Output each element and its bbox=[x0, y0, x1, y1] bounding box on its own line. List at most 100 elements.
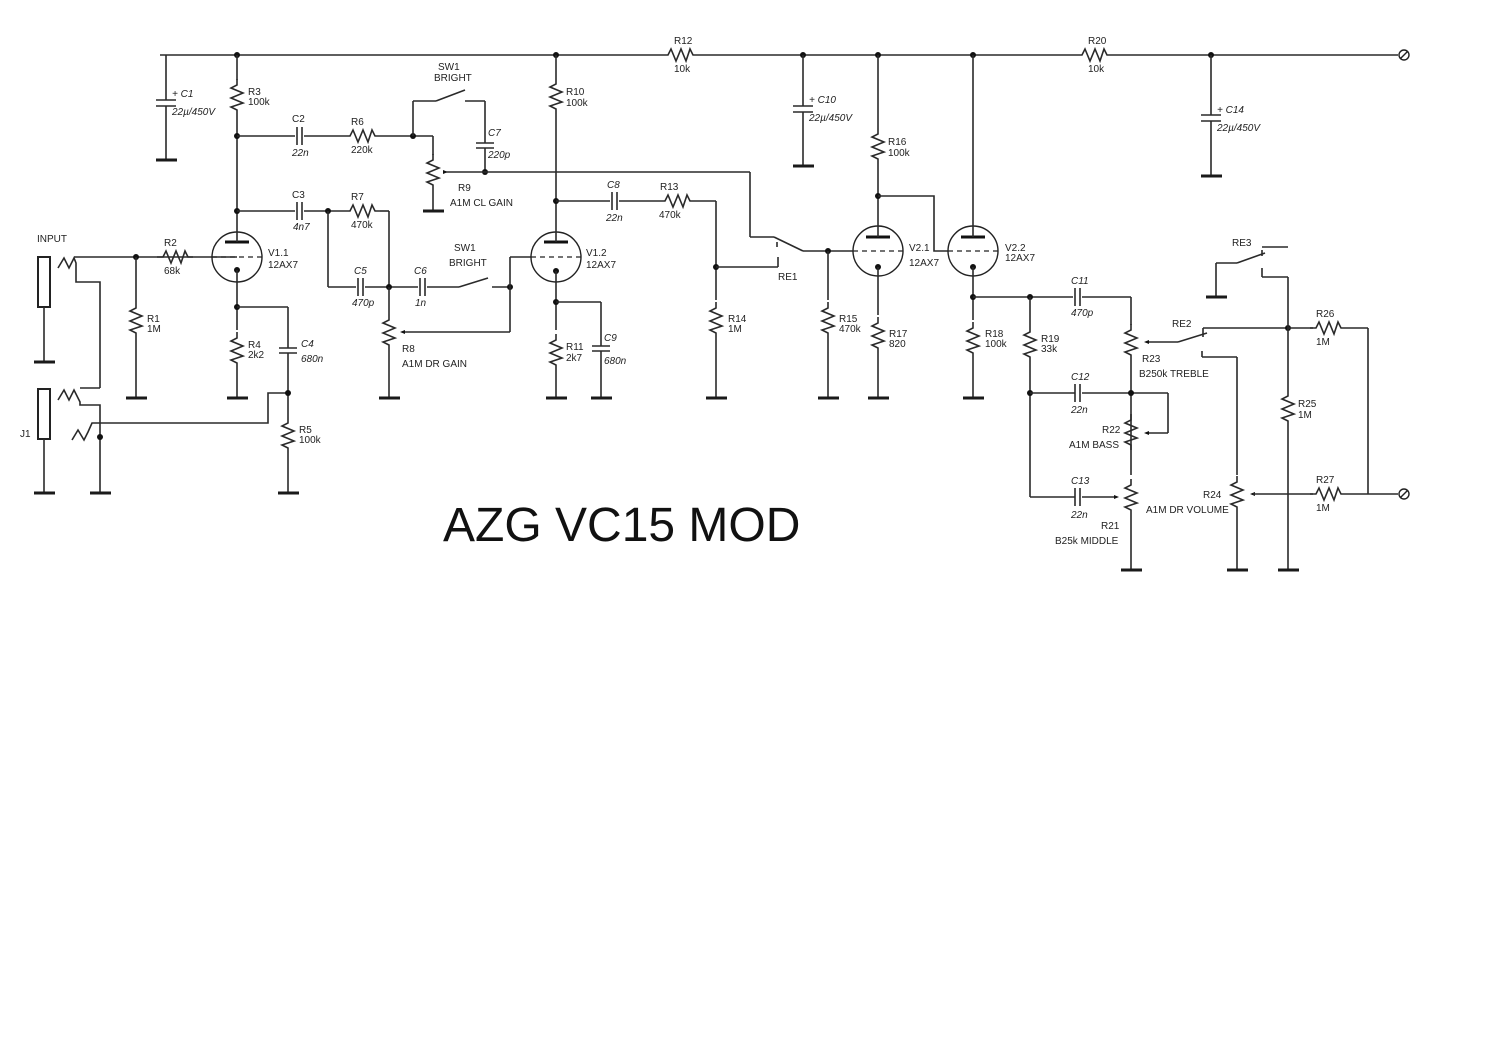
c12-value: 22n bbox=[1070, 405, 1088, 416]
resistor-r17 bbox=[871, 316, 885, 354]
r22-name: R22 bbox=[1102, 425, 1121, 436]
c6-name: C6 bbox=[414, 266, 427, 277]
resistor-r20 bbox=[1075, 48, 1113, 62]
r18-name: R18 bbox=[985, 329, 1004, 340]
bplus-terminal-icon bbox=[1398, 49, 1410, 61]
r2-name: R2 bbox=[164, 238, 177, 249]
schematic-title: AZG VC15 MOD bbox=[443, 499, 800, 552]
pot-r8 bbox=[382, 313, 396, 351]
capacitor-c7 bbox=[476, 101, 494, 175]
resistor-r6 bbox=[343, 129, 381, 143]
capacitor-c14 bbox=[1201, 55, 1222, 178]
sw1-top-name: SW1 bbox=[438, 62, 460, 73]
capacitor-c4 bbox=[237, 306, 297, 417]
r11-name: R11 bbox=[566, 342, 584, 353]
c5-name: C5 bbox=[354, 266, 367, 277]
r14-value: 1M bbox=[728, 324, 742, 335]
r4-name: R4 bbox=[248, 340, 261, 351]
r16-value: 100k bbox=[888, 148, 911, 159]
r19-name: R19 bbox=[1041, 334, 1060, 345]
resistor-r26 bbox=[1309, 321, 1347, 335]
r6-value: 220k bbox=[351, 145, 374, 156]
c7-name: C7 bbox=[488, 128, 501, 139]
c11-name: C11 bbox=[1071, 276, 1089, 287]
input-jack-top bbox=[34, 256, 237, 388]
c14-value: 22µ/450V bbox=[1216, 123, 1261, 134]
r1-value: 1M bbox=[147, 324, 161, 335]
c9-value: 680n bbox=[604, 356, 627, 367]
switch-sw1-bottom bbox=[458, 277, 510, 288]
v12-type: 12AX7 bbox=[586, 260, 616, 271]
r3-value: 100k bbox=[248, 97, 271, 108]
c4-value: 680n bbox=[301, 354, 324, 365]
r26-name: R26 bbox=[1316, 309, 1335, 320]
bplus-rail bbox=[160, 49, 1410, 61]
resistor-r14 bbox=[709, 301, 723, 339]
re3-label: RE3 bbox=[1232, 238, 1252, 249]
resistor-r18 bbox=[966, 321, 980, 359]
r21-value: B25k MIDDLE bbox=[1055, 536, 1119, 547]
r13-name: R13 bbox=[660, 182, 679, 193]
capacitor-c8 bbox=[611, 192, 618, 210]
r3-name: R3 bbox=[248, 87, 261, 98]
c14-name: + C14 bbox=[1217, 105, 1244, 116]
r20-name: R20 bbox=[1088, 36, 1107, 47]
r25-value: 1M bbox=[1298, 410, 1312, 421]
sw1-top-function: BRIGHT bbox=[434, 73, 472, 84]
c8-value: 22n bbox=[605, 213, 623, 224]
resistor-r7 bbox=[343, 204, 381, 218]
v11-type: 12AX7 bbox=[268, 260, 298, 271]
r23-value: B250k TREBLE bbox=[1139, 369, 1209, 380]
v22-type: 12AX7 bbox=[1005, 253, 1035, 264]
pot-r21 bbox=[1124, 478, 1138, 516]
r15-name: R15 bbox=[839, 314, 858, 325]
r11-value: 2k7 bbox=[566, 353, 583, 364]
pot-r24 bbox=[1230, 475, 1244, 513]
r20-value: 10k bbox=[1088, 64, 1105, 75]
c3-value: 4n7 bbox=[293, 222, 310, 233]
r16-name: R16 bbox=[888, 137, 907, 148]
output-terminal-icon bbox=[1398, 488, 1410, 500]
resistor-r12 bbox=[661, 48, 699, 62]
r13-value: 470k bbox=[659, 210, 682, 221]
r1-name: R1 bbox=[147, 314, 160, 325]
v12-name: V1.2 bbox=[586, 248, 607, 259]
capacitor-c13 bbox=[1074, 488, 1081, 506]
resistor-r5 bbox=[281, 416, 295, 454]
v21-name: V2.1 bbox=[909, 243, 930, 254]
v21-type: 12AX7 bbox=[909, 258, 939, 269]
r7-value: 470k bbox=[351, 220, 374, 231]
r6-name: R6 bbox=[351, 117, 364, 128]
r5-value: 100k bbox=[299, 435, 322, 446]
r5-name: R5 bbox=[299, 425, 312, 436]
capacitor-c11 bbox=[1074, 288, 1081, 306]
resistor-r3 bbox=[230, 78, 244, 116]
r24-value: A1M DR VOLUME bbox=[1146, 505, 1229, 516]
re2-label: RE2 bbox=[1172, 319, 1192, 330]
input-label: INPUT bbox=[37, 234, 67, 245]
c6-value: 1n bbox=[415, 298, 427, 309]
c4-name: C4 bbox=[301, 339, 314, 350]
r27-value: 1M bbox=[1316, 503, 1330, 514]
capacitor-c6 bbox=[419, 278, 426, 296]
r8-value: A1M DR GAIN bbox=[402, 359, 467, 370]
j1-label: J1 bbox=[20, 429, 31, 440]
capacitor-c1 bbox=[156, 55, 177, 162]
switch-sw1-top bbox=[412, 89, 485, 136]
r9-name: R9 bbox=[458, 183, 471, 194]
r24-name: R24 bbox=[1203, 490, 1222, 501]
sw1-bottom-name: SW1 bbox=[454, 243, 476, 254]
c11-value: 470p bbox=[1071, 308, 1094, 319]
r25-name: R25 bbox=[1298, 399, 1317, 410]
relay-re2 bbox=[1149, 327, 1288, 475]
c2-name: C2 bbox=[292, 114, 305, 125]
capacitor-c12 bbox=[1074, 384, 1081, 402]
r8-name: R8 bbox=[402, 344, 415, 355]
r17-name: R17 bbox=[889, 329, 908, 340]
r19-value: 33k bbox=[1041, 344, 1058, 355]
resistor-r1 bbox=[129, 301, 143, 339]
input-jack-j1 bbox=[34, 387, 288, 495]
c8-name: C8 bbox=[607, 180, 620, 191]
r12-name: R12 bbox=[674, 36, 693, 47]
